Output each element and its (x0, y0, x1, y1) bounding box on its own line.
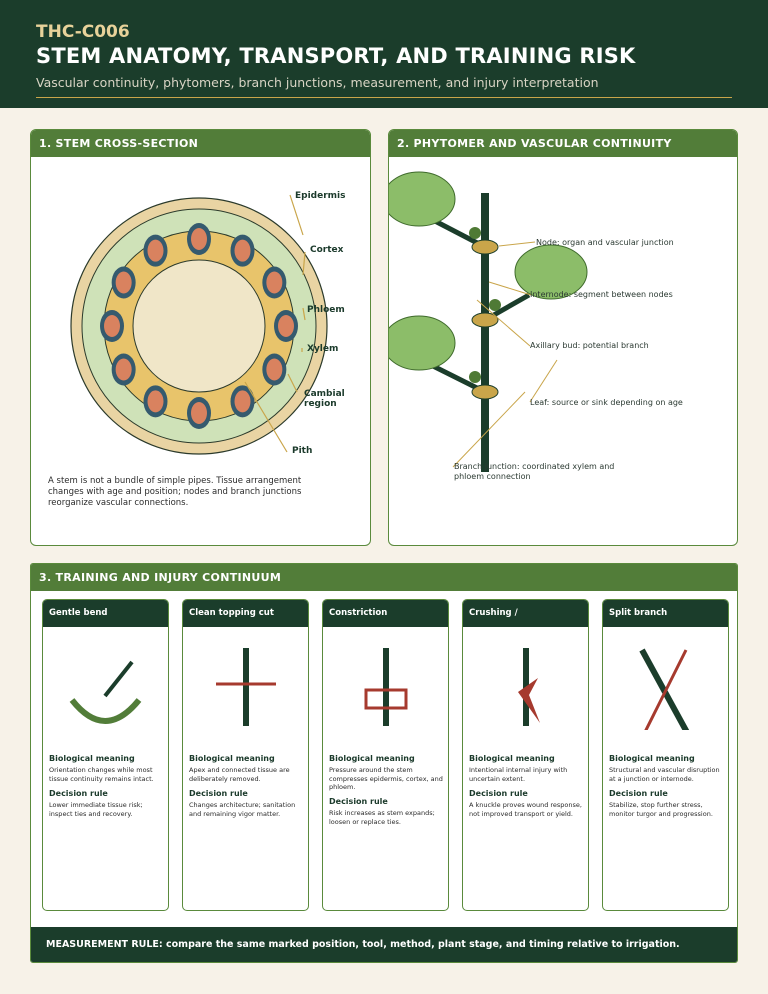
decision-rule-label: Decision rule (329, 797, 388, 806)
biological-meaning-text: Apex and connected tissue are deliberate… (189, 766, 290, 783)
card-title: Clean topping cut (183, 600, 308, 627)
biological-meaning-label: Biological meaning (609, 754, 695, 763)
decision-rule-text: Stabilize, stop further stress, monitor … (609, 801, 713, 818)
phytomer-diagram (389, 171, 588, 472)
card-split-branch: Split branch Biological meaning Structur… (602, 599, 729, 911)
card-gentle-bend: Gentle bend Biological meaning Orientati… (42, 599, 169, 911)
card-title: Crushing / supercropping (463, 600, 588, 645)
biological-meaning-label: Biological meaning (329, 754, 415, 763)
bundle-core (266, 271, 283, 294)
page-subtitle: Vascular continuity, phytomers, branch j… (36, 75, 599, 90)
node-label: Node: organ and vascular junction (536, 238, 674, 247)
decision-rule-label: Decision rule (49, 789, 108, 798)
card-clean-topping-cut: Clean topping cut Biological meaning Ape… (182, 599, 309, 911)
cross-section-note: A stem is not a bundle of simple pipes. … (48, 476, 302, 508)
training-injury-panel: 3. TRAINING AND INJURY CONTINUUM Gentle … (30, 563, 738, 963)
biological-meaning-label: Biological meaning (469, 754, 555, 763)
decision-rule-text: Lower immediate tissue risk; inspect tie… (49, 801, 143, 818)
constriction-icon (364, 648, 408, 726)
node (471, 239, 499, 255)
panel-title: 1. STEM CROSS-SECTION (31, 130, 370, 157)
leader-lines (244, 194, 306, 453)
bundle-core (115, 271, 132, 294)
bundle-core (191, 228, 207, 250)
leaf-label: Leaf: source or sink depending on age (530, 398, 683, 407)
document-code: THC-C006 (36, 22, 130, 42)
node (471, 312, 499, 328)
pith-label: Pith (292, 446, 313, 456)
phloem-label: Phloem (307, 305, 345, 315)
biological-meaning-text: Intentional internal injury with uncerta… (469, 766, 568, 783)
card-title: Split branch (603, 600, 728, 627)
page-title: STEM ANATOMY, TRANSPORT, AND TRAINING RI… (36, 44, 636, 68)
decision-rule-text: Changes architecture; sanitation and rem… (189, 801, 296, 818)
axillary-bud (489, 299, 501, 311)
xylem-label: Xylem (307, 344, 339, 354)
card-crushing-supercropping: Crushing / supercropping Biological mean… (462, 599, 589, 911)
axillary-bud-label: Axillary bud: potential branch (530, 341, 649, 350)
panel-title: 3. TRAINING AND INJURY CONTINUUM (31, 564, 737, 591)
cross-section-diagram (70, 194, 328, 455)
pith (132, 259, 266, 393)
measurement-rule-footer: MEASUREMENT RULE: compare the same marke… (31, 927, 737, 962)
biological-meaning-label: Biological meaning (189, 754, 275, 763)
card-constriction: Constriction Biological meaning Pressure… (322, 599, 449, 911)
decision-rule-text: A knuckle proves wound response, not imp… (469, 801, 582, 818)
biological-meaning-text: Orientation changes while most tissue co… (49, 766, 154, 783)
biological-meaning-label: Biological meaning (49, 754, 135, 763)
decision-rule-label: Decision rule (189, 789, 248, 798)
decision-rule-text: Risk increases as stem expands; loosen o… (329, 809, 435, 826)
internode-label: Internode: segment between nodes (530, 290, 673, 299)
header: THC-C006 STEM ANATOMY, TRANSPORT, AND TR… (0, 0, 768, 108)
bundle-core (234, 239, 251, 262)
decision-rule-label: Decision rule (469, 789, 528, 798)
node (471, 384, 499, 400)
supercropping-icon (518, 648, 540, 726)
bundle-core (278, 315, 294, 337)
bundle-core (191, 402, 207, 424)
bundle-core (147, 390, 164, 413)
epidermis-label: Epidermis (295, 191, 346, 201)
panel-title: 2. PHYTOMER AND VASCULAR CONTINUITY (389, 130, 737, 157)
cortex-label: Cortex (310, 245, 344, 255)
stem-cross-section-panel: 1. STEM CROSS-SECTION Epidermis Cortex P… (30, 129, 371, 546)
bundle-core (104, 315, 120, 337)
header-divider (36, 97, 732, 98)
phytomer-panel: 2. PHYTOMER AND VASCULAR CONTINUITY Node… (388, 129, 738, 546)
card-title: Constriction (323, 600, 448, 627)
vascular-bundles (100, 223, 298, 429)
biological-meaning-text: Pressure around the stem compresses epid… (329, 766, 443, 791)
split-branch-icon (639, 648, 690, 730)
leaf (389, 315, 456, 371)
leaf (389, 171, 456, 227)
decision-rule-label: Decision rule (609, 789, 668, 798)
leader-lines (452, 241, 558, 468)
axillary-bud (469, 227, 481, 239)
cambial-region-label: Cambial region (304, 389, 345, 409)
bundle-core (115, 358, 132, 381)
topping-cut-icon (216, 648, 276, 726)
branch-junction-label: Branch junction: coordinated xylem and p… (454, 462, 615, 481)
bundle-core (234, 390, 251, 413)
bundle-core (266, 358, 283, 381)
leaf (514, 244, 588, 300)
card-title: Gentle bend (43, 600, 168, 627)
bundle-core (147, 239, 164, 262)
axillary-bud (469, 371, 481, 383)
gentle-bend-icon (69, 660, 142, 724)
biological-meaning-text: Structural and vascular disruption at a … (609, 766, 720, 783)
